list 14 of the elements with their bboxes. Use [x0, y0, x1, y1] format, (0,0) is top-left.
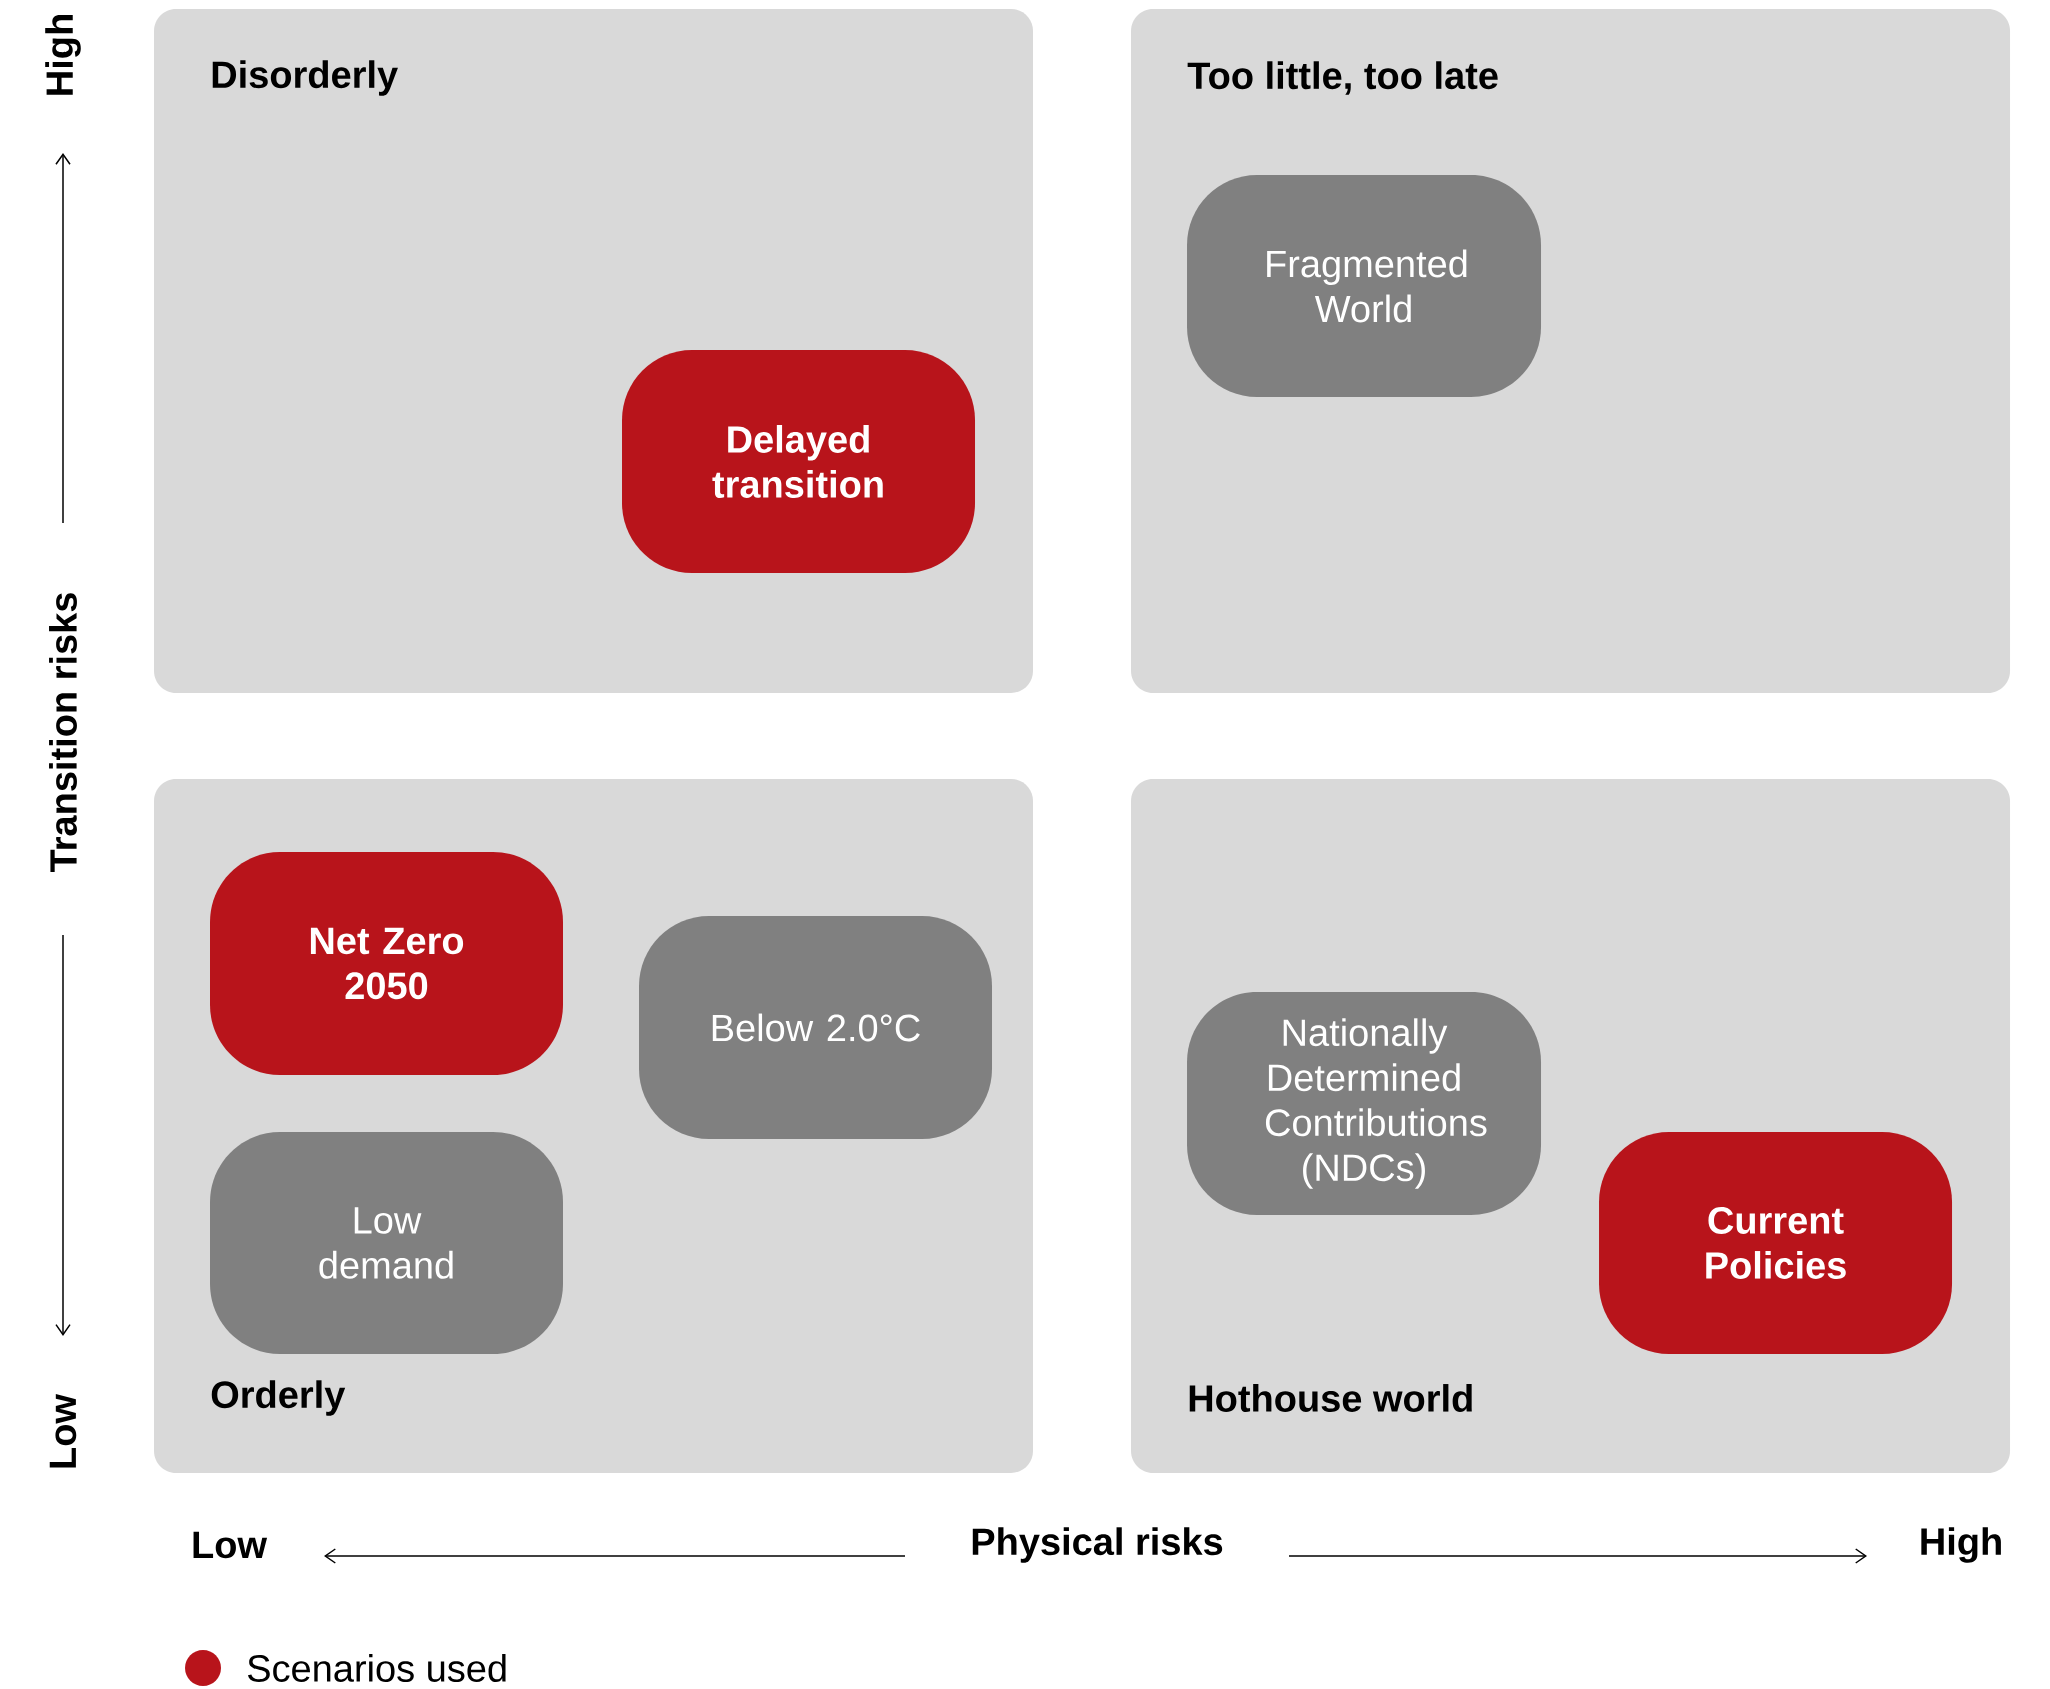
axis-label: Low [49, 1393, 77, 1468]
axis-label: Low [193, 1531, 268, 1559]
scenario-pill: Low demand [210, 1132, 563, 1354]
scenario-pill: Nationally Determined Contributions (NDCs) [1187, 992, 1541, 1215]
scenario-pill: Below 2.0°C [639, 916, 992, 1139]
scenario-pill: Current Policies [1599, 1132, 1952, 1354]
legend-text: Scenarios used [247, 1654, 506, 1682]
axis-label: High [45, 15, 81, 95]
scenario-pill: Delayed transition [622, 350, 975, 573]
scenario-pill: Fragmented World [1187, 175, 1541, 397]
axis-title: Physical risks [972, 1527, 1223, 1563]
scenario-pill: Net Zero 2050 [210, 852, 563, 1075]
axis-title: Transition risks [49, 593, 77, 872]
axis-label: High [1921, 1527, 2001, 1563]
